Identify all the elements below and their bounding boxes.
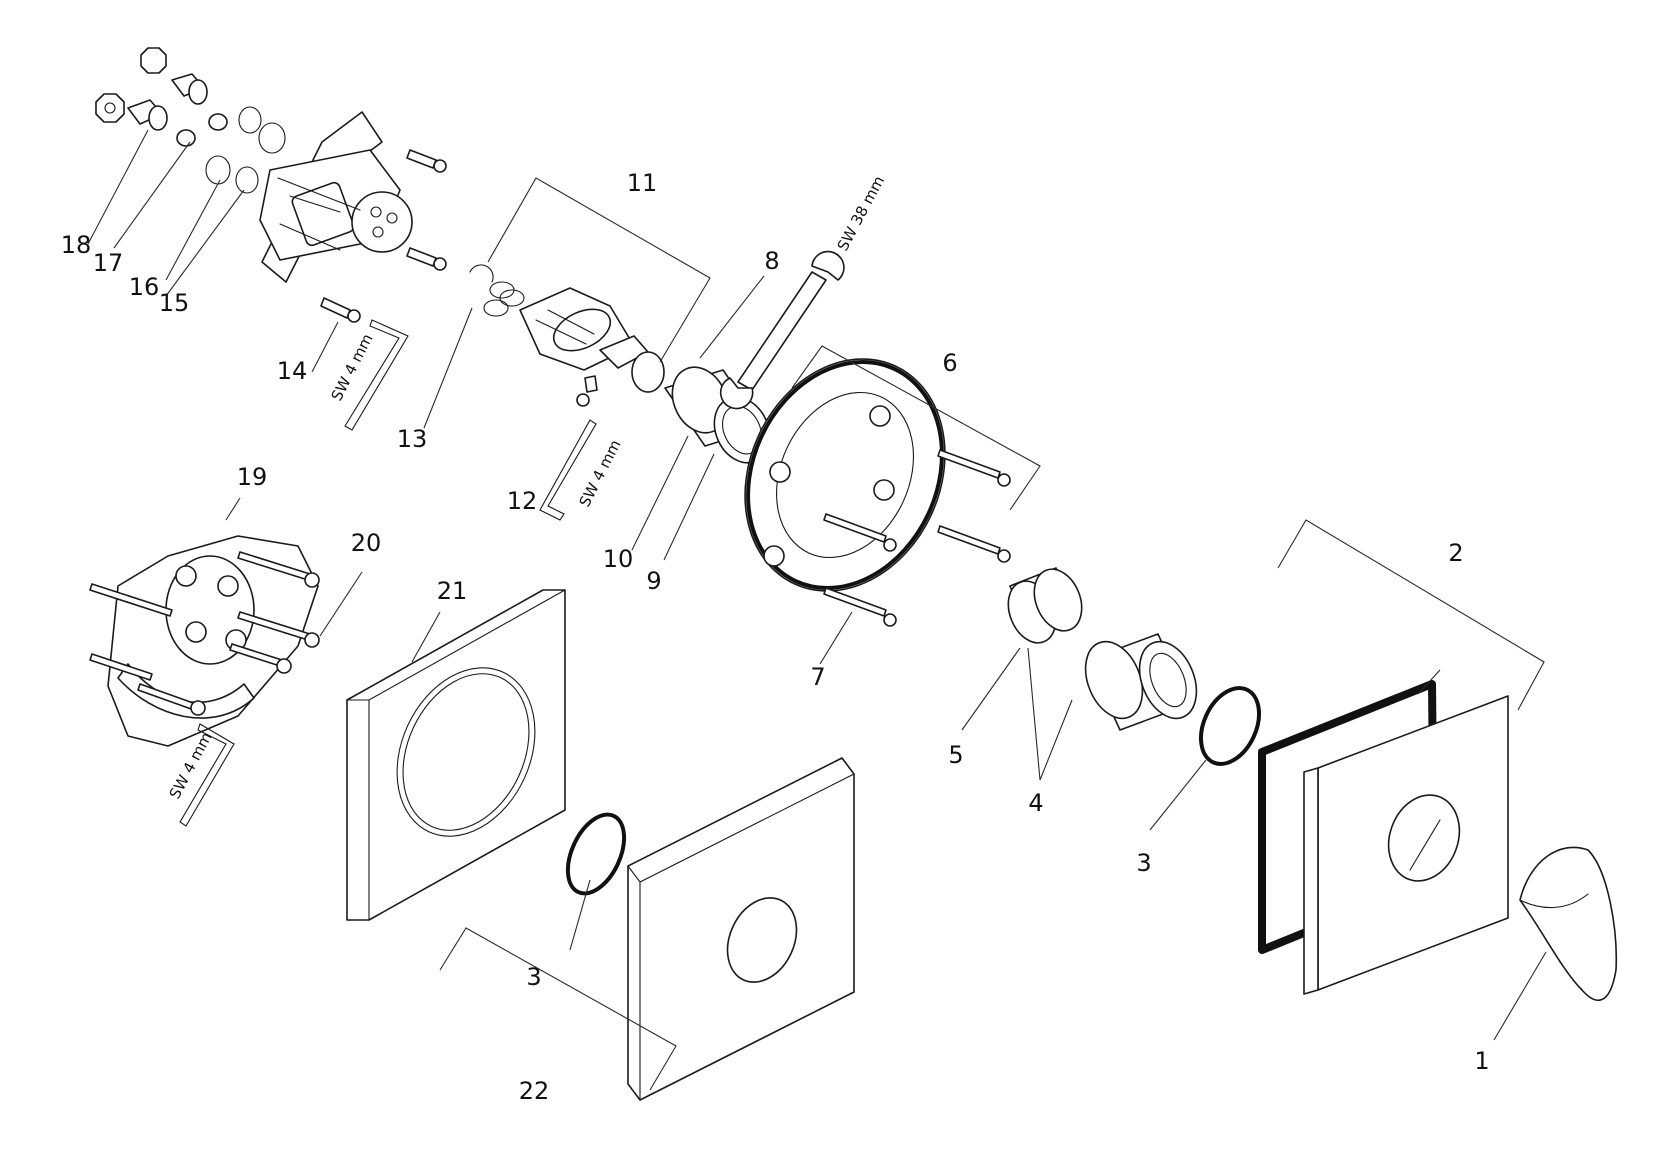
callout-13: 13 <box>397 425 428 453</box>
valve-body-bracket <box>259 111 413 283</box>
bracket-2 <box>1277 519 1545 711</box>
callout-3-right: 3 <box>1136 849 1151 877</box>
hex-key-14-label: SW 4 mm <box>328 331 377 404</box>
part-13-clip-and-orings <box>469 264 525 317</box>
callout-12: 12 <box>507 487 538 515</box>
callout-14: 14 <box>277 357 308 385</box>
callout-22: 22 <box>519 1077 550 1105</box>
valve-body-assembly: SW 4 mm <box>95 47 447 431</box>
hex-key-14: SW 4 mm <box>328 319 409 431</box>
callout-5: 5 <box>948 741 963 769</box>
callout-18: 18 <box>61 231 92 259</box>
part-18b-connector <box>140 47 208 105</box>
part-21-frame <box>346 589 566 921</box>
wrench-label: SW 38 mm <box>834 173 888 254</box>
callout-4: 4 <box>1028 789 1043 817</box>
callout-3-left: 3 <box>526 963 541 991</box>
part-17-nut <box>176 113 228 147</box>
part-20-screws <box>89 551 320 716</box>
callout-10: 10 <box>603 545 634 573</box>
callout-20: 20 <box>351 529 382 557</box>
bracket-11 <box>487 177 711 363</box>
bracket-6 <box>791 345 1041 511</box>
part-14-screw <box>320 297 361 323</box>
callout-8: 8 <box>764 247 779 275</box>
callout-17: 17 <box>93 249 124 277</box>
callout-16: 16 <box>129 273 160 301</box>
part-22-cover-plate <box>439 757 855 1101</box>
callout-2: 2 <box>1448 539 1463 567</box>
part-3-oring-right <box>1198 686 1262 766</box>
part-3-oring-left <box>565 812 627 896</box>
cartridge-group: SW 4 mm <box>469 177 711 521</box>
hex-key-12-label: SW 4 mm <box>576 437 625 510</box>
bracket-22 <box>439 927 677 1091</box>
part-12-screw <box>576 375 598 407</box>
callout-9: 9 <box>646 567 661 595</box>
callout-11: 11 <box>627 169 658 197</box>
callout-21: 21 <box>437 577 468 605</box>
part-15-oring <box>235 122 286 194</box>
leader-lines <box>87 129 1547 1041</box>
callout-19: 19 <box>237 463 268 491</box>
part-1-lever-handle <box>1519 846 1618 1001</box>
callout-15: 15 <box>159 289 190 317</box>
part-4-sleeve <box>1084 633 1198 731</box>
part-7-screws <box>823 449 1011 627</box>
hex-key-12: SW 4 mm <box>539 419 625 521</box>
part-18-connector <box>95 93 168 131</box>
screw-middle <box>406 247 447 271</box>
callout-labels: 1 2 3 3 4 5 6 7 8 9 10 11 12 13 14 15 16… <box>61 169 1490 1105</box>
part-5-sleeve <box>1007 567 1083 644</box>
cartridge-body <box>519 287 665 393</box>
callout-1: 1 <box>1474 1047 1489 1075</box>
part-2-cover-plate <box>1258 519 1545 995</box>
screw-upper <box>406 149 447 173</box>
part-6-ring-plate <box>744 358 946 592</box>
callout-7: 7 <box>810 663 825 691</box>
callout-6: 6 <box>942 349 957 377</box>
